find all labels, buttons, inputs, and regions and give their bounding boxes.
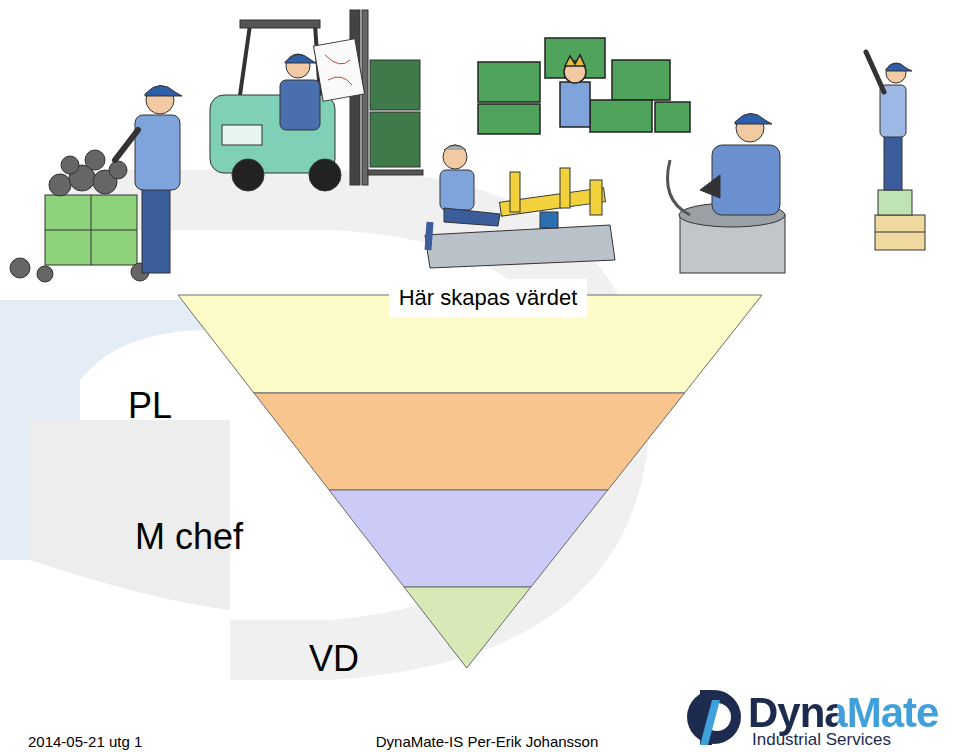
footer-date: 2014-05-21 utg 1 [28,733,142,750]
hierarchy-band: PL [254,393,685,490]
band-shape [329,490,608,587]
band-shape [254,393,685,490]
hierarchy-band: VD [404,587,531,668]
logo-wordmark: DynaMate [748,689,938,737]
worker-crates [478,38,690,134]
forklift [210,10,423,191]
worker-fixture [425,145,615,268]
band-shape [404,587,531,668]
level-label: M chef [135,516,243,557]
band-fill [254,393,685,490]
level-label: PL [128,385,172,426]
level-label: VD [309,638,359,679]
worker-gears [10,85,182,282]
worker-barrel [668,113,786,273]
band-fill [329,490,608,587]
band-fill [404,587,531,668]
worker-reaching [866,52,925,250]
value-heading: Här skapas värdet [389,279,588,316]
logo-tagline: Industrial Services [752,730,891,750]
footer-author: DynaMate-IS Per-Erik Johansson [376,733,599,750]
hierarchy-band: M chef [329,490,608,587]
hierarchy-band: Här skapas värdet [178,295,762,393]
logo-icon [687,690,741,745]
